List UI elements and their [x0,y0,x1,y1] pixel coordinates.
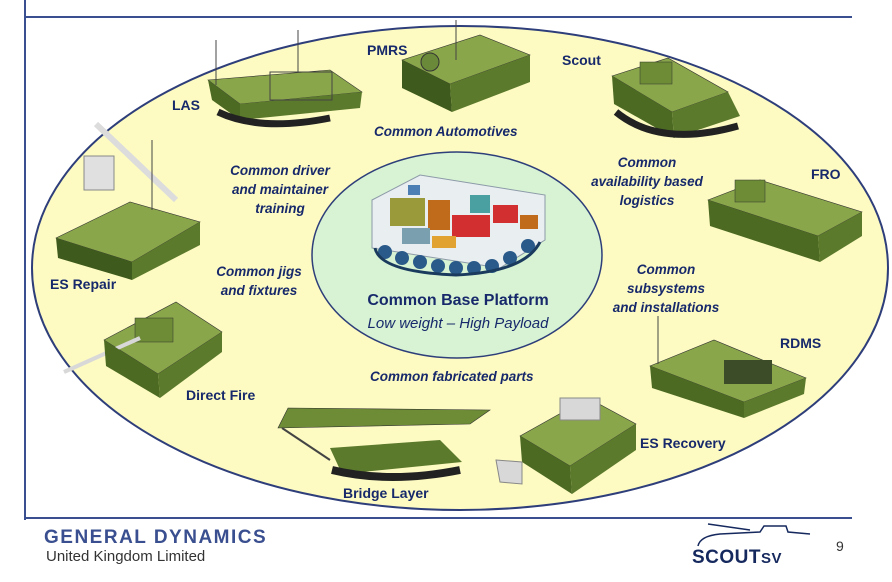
label-common-automotives: Common Automotives [374,124,518,139]
label-scout: Scout [562,52,601,68]
company-subtitle: United Kingdom Limited [46,548,206,565]
label-pmrs: PMRS [367,42,408,58]
subsystems-line-2: subsystems [626,281,706,296]
las-vehicle-image [207,30,363,128]
center-title: Common Base Platform [367,292,549,309]
page-number: 9 [836,538,844,554]
es-repair-vehicle-image [55,121,201,280]
subsystems-line-1: Common [636,262,696,277]
driver-line-3: training [255,201,305,216]
bottom-rule [24,517,852,519]
rdms-vehicle-image [649,316,807,418]
label-es-recovery: ES Recovery [640,435,726,451]
driver-line-1: Common driver [230,163,330,178]
product-logo-main: SCOUT [692,547,761,568]
logistics-line-3: logistics [619,193,675,208]
product-logo-suffix: SV [761,550,783,567]
driver-line-2: and maintainer [231,182,329,197]
label-common-subsystems: Common subsystems and installations [600,260,732,317]
logistics-line-2: availability based [591,174,703,189]
label-common-logistics: Common availability based logistics [578,153,716,210]
label-common-jigs: Common jigs and fixtures [204,262,314,300]
company-logo: GENERAL DYNAMICS [44,527,268,548]
label-fro: FRO [811,166,841,182]
jigs-line-2: and fixtures [220,283,298,298]
scout-vehicle-image [611,57,740,138]
subsystems-line-3: and installations [612,300,720,315]
es-recovery-vehicle-image [495,397,637,494]
top-rule [24,16,852,18]
left-rule [24,0,26,520]
diagram-canvas [31,20,889,511]
center-subtitle: Low weight – High Payload [367,315,549,332]
direct-fire-vehicle-image [63,301,223,398]
tank-silhouette-icon [697,523,811,547]
label-bridge-layer: Bridge Layer [343,485,429,501]
label-las: LAS [172,97,200,113]
bridge-layer-vehicle-image [277,407,491,481]
label-es-repair: ES Repair [50,276,117,292]
logistics-line-1: Common [617,155,677,170]
jigs-line-1: Common jigs [216,264,302,279]
label-rdms: RDMS [780,335,822,351]
base-platform-image [371,174,546,277]
fro-vehicle-image [707,179,863,262]
product-logo: SCOUTSV [692,547,782,569]
pmrs-vehicle-image [401,20,531,112]
label-common-fabricated: Common fabricated parts [370,369,534,384]
label-direct-fire: Direct Fire [186,387,256,403]
label-common-driver: Common driver and maintainer training [218,161,342,218]
